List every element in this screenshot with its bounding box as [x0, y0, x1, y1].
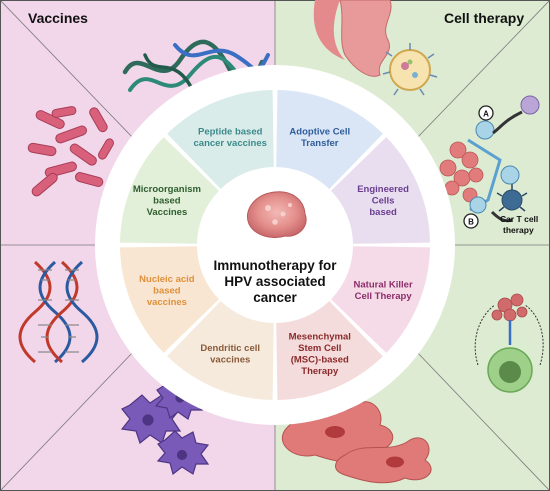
segment-label-engineered-cells: Cells	[372, 196, 395, 207]
bacteria-icon	[27, 106, 114, 197]
segment-nucleic-acid-vaccines	[120, 246, 219, 353]
dna-helix-icon	[18, 260, 99, 364]
vaccines-title: Vaccines	[28, 10, 88, 26]
cancer-cell-vesicle-icon	[313, 0, 438, 96]
segment-label-nk-cell-therapy: Natural Killer	[354, 280, 413, 291]
segment-label-engineered-cells: Engineered	[357, 184, 409, 195]
segment-label-adoptive-cell-transfer: Adoptive Cell	[289, 127, 350, 138]
nk-cell-illustration	[474, 293, 544, 393]
segment-label-adoptive-cell-transfer: Transfer	[301, 138, 339, 149]
segment-label-msc-therapy: Stem Cell	[298, 343, 341, 354]
segment-label-microorganism-vaccines: Vaccines	[147, 207, 188, 218]
marker-b-label: B	[468, 218, 474, 227]
tumor-cell-icon	[247, 191, 307, 238]
marker-a-label: A	[483, 110, 489, 119]
segment-label-nucleic-acid-vaccines: based	[153, 285, 181, 296]
segment-microorganism-vaccines	[120, 137, 219, 244]
segment-engineered-cells	[331, 137, 430, 244]
segment-nk-cell-therapy	[331, 246, 430, 353]
segment-label-engineered-cells: based	[369, 207, 397, 218]
segment-label-peptide-vaccines: Peptide based	[198, 127, 263, 138]
segment-label-msc-therapy: Mesenchymal	[289, 331, 351, 342]
segment-adoptive-cell-transfer	[276, 90, 383, 189]
segment-label-nk-cell-therapy: Cell Therapy	[355, 291, 413, 302]
segment-label-dendritic-cell-vaccines: Dendritic cell	[200, 343, 260, 354]
car-t-caption-line1: Car T cell	[500, 214, 538, 224]
car-t-caption-line2: therapy	[503, 225, 534, 235]
segment-dendritic-cell-vaccines	[167, 301, 274, 400]
car-t-illustration	[439, 95, 540, 229]
segment-msc-therapy	[276, 301, 383, 400]
car-t-cell-icon	[496, 184, 528, 212]
segment-label-microorganism-vaccines: based	[153, 196, 181, 207]
segment-label-msc-therapy: Therapy	[301, 366, 339, 377]
segment-label-nucleic-acid-vaccines: vaccines	[147, 297, 187, 308]
segment-label-peptide-vaccines: cancer vaccines	[194, 138, 267, 149]
center-title-line2: HPV associated	[224, 274, 325, 289]
center-title-line3: cancer	[253, 290, 297, 305]
dendritic-cells-icon	[120, 376, 210, 476]
segment-peptide-vaccines	[167, 90, 274, 189]
center-circle	[203, 173, 347, 317]
segment-label-dendritic-cell-vaccines: vaccines	[210, 354, 250, 365]
cell-therapy-title: Cell therapy	[444, 10, 524, 26]
segment-label-msc-therapy: (MSC)-based	[291, 354, 349, 365]
segment-label-nucleic-acid-vaccines: Nucleic acid	[139, 274, 195, 285]
segment-label-microorganism-vaccines: Microorganism	[133, 184, 201, 195]
center-title-line1: Immunotherapy for	[213, 258, 337, 273]
